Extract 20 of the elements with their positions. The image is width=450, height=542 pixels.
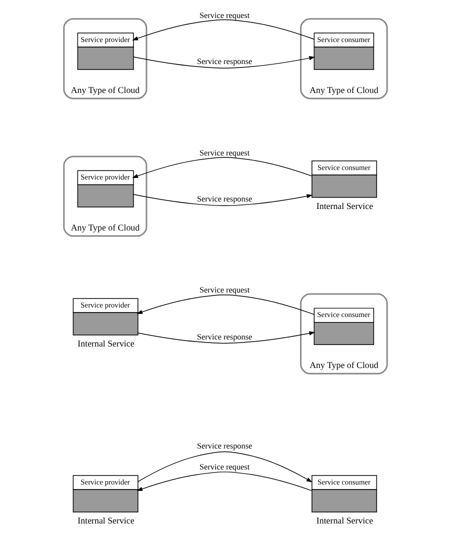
arrow xyxy=(132,19,314,40)
arrow xyxy=(136,331,315,344)
edge-label: Service response xyxy=(196,332,252,342)
arrow xyxy=(136,451,312,482)
edge-label: Service request xyxy=(198,462,250,472)
arrow xyxy=(132,156,312,178)
node-label: Internal Service xyxy=(77,516,134,526)
edge-label: Service response xyxy=(196,57,252,66)
arrow xyxy=(132,194,312,206)
edge-label: Service response xyxy=(196,194,252,204)
arrow xyxy=(136,472,312,491)
node-label: Internal Service xyxy=(316,516,373,526)
edge-label: Service response xyxy=(196,442,252,451)
edge-label: Service request xyxy=(198,10,250,20)
node-label: Internal Service xyxy=(316,200,373,211)
arrow xyxy=(132,56,315,68)
arrow xyxy=(136,294,314,315)
edge-label: Service request xyxy=(198,285,250,294)
edge-label: Service request xyxy=(198,148,250,158)
node-label: Internal Service xyxy=(77,338,134,349)
